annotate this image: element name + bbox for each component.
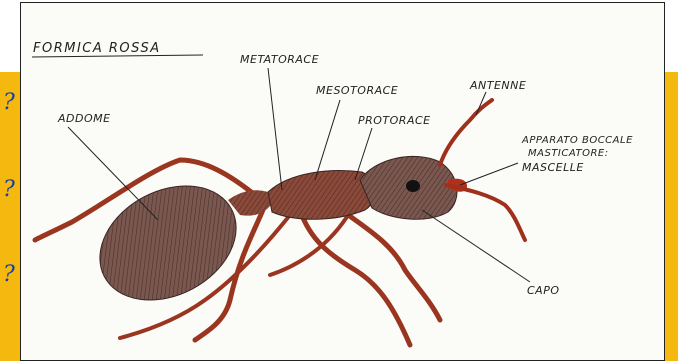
label-addome: ADDOME	[57, 112, 111, 125]
label-antenne: ANTENNE	[469, 79, 526, 92]
ant-eye	[406, 180, 420, 192]
label-protorace: PROTORACE	[358, 114, 431, 127]
diagram-title: FORMICA ROSSA	[33, 41, 161, 56]
ant-thorax	[268, 171, 375, 220]
label-capo: CAPO	[527, 284, 560, 297]
label-metatorace: METATORACE	[240, 53, 319, 66]
ant-antennae	[440, 100, 525, 240]
label-masticatore: MASTICATORE:	[528, 148, 609, 159]
label-mascelle: MASCELLE	[522, 161, 584, 174]
label-apparato-boccale: APPARATO BOCCALE	[521, 135, 633, 146]
label-mesotorace: MESOTORACE	[316, 84, 398, 97]
